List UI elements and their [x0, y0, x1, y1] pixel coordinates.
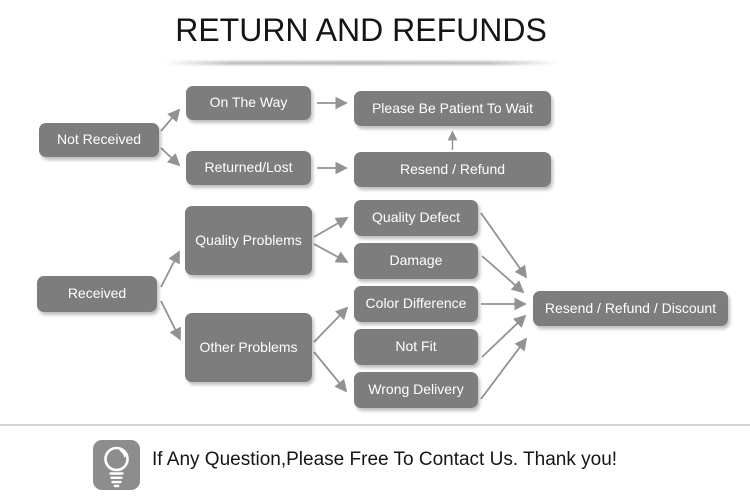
node-other-problems: Other Problems [185, 313, 312, 382]
node-wrong-delivery: Wrong Delivery [354, 372, 478, 408]
contact-message: If Any Question,Please Free To Contact U… [152, 449, 618, 470]
node-resend-refund: Resend / Refund [354, 152, 551, 187]
arrow-not-fit-to-discount [481, 314, 527, 358]
node-not-fit: Not Fit [354, 329, 478, 365]
node-received: Received [37, 276, 157, 312]
arrow-received-to-other-problems [160, 300, 181, 341]
arrow-damage-to-discount [481, 255, 525, 294]
page-title: RETURN AND REFUNDS [175, 12, 547, 48]
node-damage: Damage [354, 243, 478, 279]
lightbulb-icon [93, 440, 140, 490]
footer-divider [0, 424, 750, 426]
node-color-difference: Color Difference [354, 286, 478, 322]
node-please-wait: Please Be Patient To Wait [354, 91, 551, 126]
arrow-not-received-to-returned-lost [160, 147, 181, 167]
arrow-quality-problems-to-damage [313, 243, 349, 263]
node-on-the-way: On The Way [186, 86, 311, 120]
node-quality-problems: Quality Problems [185, 206, 312, 275]
arrow-wrong-delivery-to-discount [480, 337, 528, 400]
arrow-not-received-to-on-the-way [160, 108, 181, 132]
title-underline [163, 61, 559, 65]
arrow-received-to-quality-problems [160, 250, 180, 288]
arrow-other-problems-to-wrong-delivery [313, 351, 348, 393]
node-not-received: Not Received [39, 123, 159, 157]
arrow-other-problems-to-color-difference [313, 306, 349, 343]
node-quality-defect: Quality Defect [354, 200, 478, 236]
node-resend-refund-discount: Resend / Refund / Discount [533, 291, 728, 326]
arrow-quality-defect-to-discount [480, 212, 528, 279]
arrow-quality-problems-to-quality-defect [313, 217, 349, 238]
node-returned-lost: Returned/Lost [186, 151, 311, 185]
